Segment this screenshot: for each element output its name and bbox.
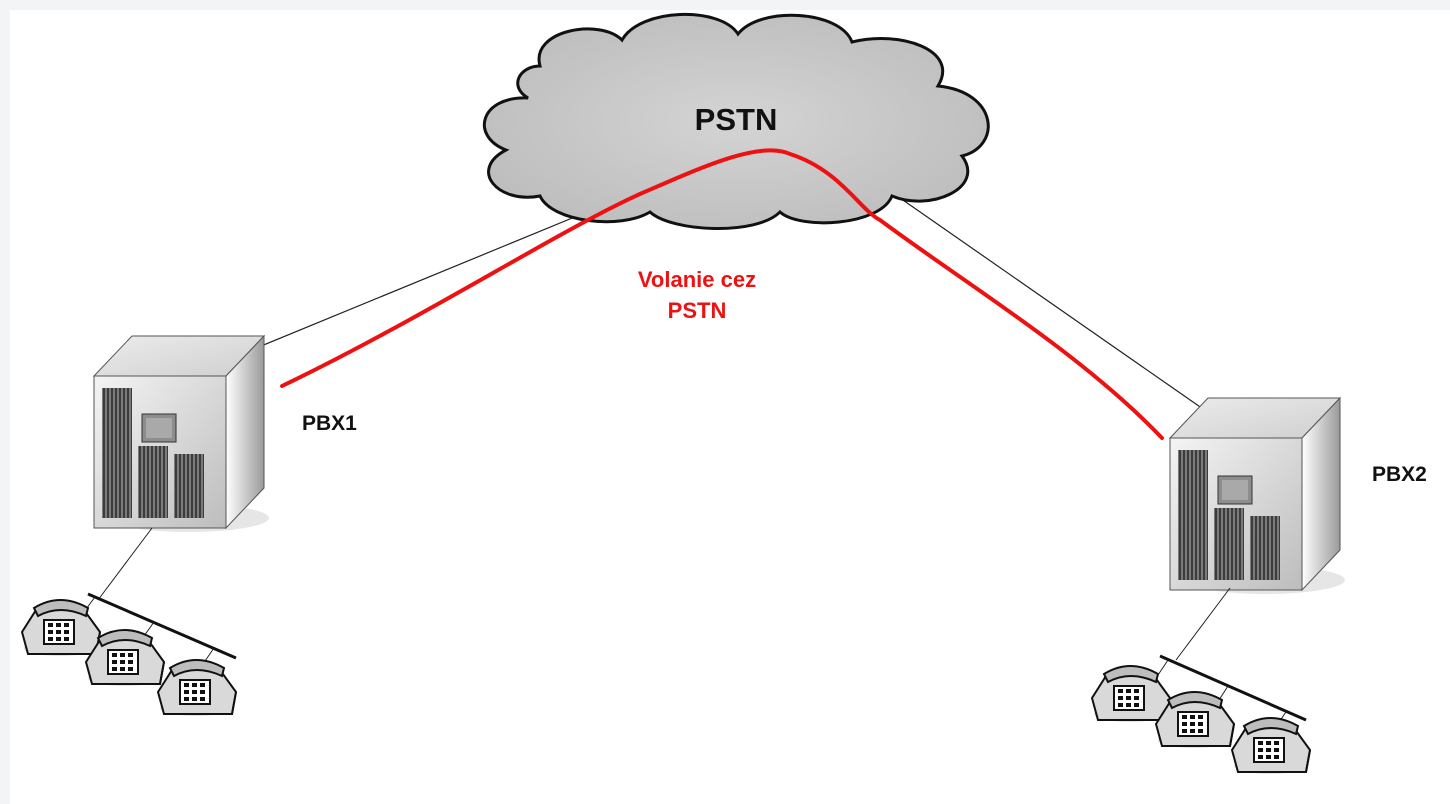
- pbx2-phone-3-icon: [1231, 717, 1311, 775]
- call-label-line2: PSTN: [668, 298, 727, 323]
- pbx2-drop-line: [1175, 587, 1231, 661]
- pstn-label: PSTN: [695, 102, 778, 137]
- pbx2-label: PBX2: [1372, 463, 1427, 486]
- pbx2-pstn-link: [899, 197, 1217, 419]
- pbx2-phone-1-icon: [1091, 665, 1171, 723]
- call-label-line1: Volanie cez: [638, 267, 756, 292]
- pbx1-phone-bus: [87, 592, 237, 660]
- pbx2-phone-2-icon: [1155, 691, 1235, 749]
- pbx1-drop-line: [97, 527, 153, 601]
- pbx2-server-icon: [1169, 397, 1346, 595]
- pbx1-phone-2-icon: [85, 629, 165, 687]
- pstn-cloud: [482, 12, 990, 231]
- pbx1-phone-3-icon: [157, 659, 237, 717]
- pbx1-server-icon: [93, 335, 270, 533]
- call-path: [280, 148, 1164, 440]
- pbx1-label: PBX1: [302, 412, 357, 435]
- pbx2-phone-bus: [1159, 654, 1307, 722]
- pbx1-phone-1-icon: [21, 599, 101, 657]
- pbx1-pstn-link: [231, 213, 583, 359]
